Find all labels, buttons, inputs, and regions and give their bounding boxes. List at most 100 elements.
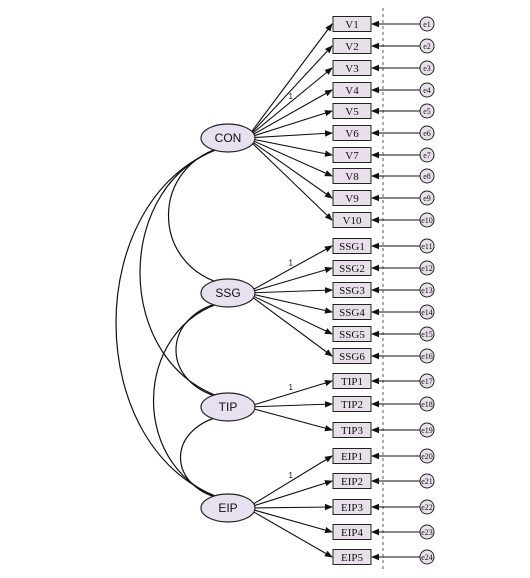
loading-path-v9 [251,141,333,199]
indicator-tip1: TIP1 [332,373,372,389]
error-label: e8 [423,172,431,181]
error-term-e20: e20 [419,448,435,464]
indicator-label: V1 [345,19,358,31]
error-label: e5 [423,107,431,116]
indicator-v9: V9 [332,190,372,206]
indicator-label: V6 [345,128,359,140]
indicator-label: SSG1 [339,241,365,253]
fixed-loading-label-ssg1: 1 [289,259,294,268]
loading-path-eip1 [251,455,333,506]
indicator-label: SSG5 [339,329,365,341]
latent-label: CON [215,131,242,145]
loading-path-ssg6 [251,296,333,357]
error-term-e4: e4 [419,82,435,98]
error-term-e9: e9 [419,190,435,206]
error-term-e14: e14 [419,304,435,320]
indicator-label: SSG6 [339,351,365,363]
loading-path-eip2 [251,480,333,507]
indicator-label: SSG4 [339,307,365,319]
indicator-v3: V3 [332,60,372,76]
covariance-layer [115,140,235,502]
latent-label: EIP [218,501,237,515]
error-label: e13 [421,286,433,295]
indicator-v2: V2 [332,38,372,54]
latent-tip: TIP [200,392,256,422]
error-term-e1: e1 [419,16,435,32]
indicator-v10: V10 [332,212,372,228]
indicator-v1: V1 [332,16,372,32]
error-label: e14 [421,308,433,317]
indicator-label: SSG3 [339,285,365,297]
loading-path-tip3 [251,407,333,432]
error-term-e17: e17 [419,373,435,389]
loading-path-ssg4 [251,293,333,314]
error-term-e18: e18 [419,396,435,412]
error-label: e20 [421,452,433,461]
indicator-ssg6: SSG6 [332,348,372,364]
loading-path-v2 [251,45,333,133]
error-label: e15 [421,330,433,339]
indicator-v6: V6 [332,125,372,141]
error-term-e6: e6 [419,125,435,141]
indicator-v8: V8 [332,168,372,184]
error-label: e4 [423,86,431,95]
error-label: e17 [421,377,433,386]
error-label: e10 [421,216,433,225]
loading-path-eip4 [251,508,333,534]
indicator-tip2: TIP2 [332,396,372,412]
error-label: e22 [421,503,433,512]
indicator-label: V4 [345,85,359,97]
indicator-ssg1: SSG1 [332,238,372,254]
error-term-e10: e10 [419,212,435,228]
indicator-label: TIP1 [341,376,363,388]
indicator-eip2: EIP2 [332,473,372,489]
fixed-loading-label-eip1: 1 [289,471,294,480]
loading-path-eip3 [251,503,333,511]
covariance-arc-con-tip [139,141,235,401]
error-term-e11: e11 [419,238,435,254]
error-term-layer: e1e2e3e4e5e6e7e8e9e10e11e12e13e14e15e16e… [371,16,435,565]
error-term-e15: e15 [419,326,435,342]
loading-path-v1 [251,23,333,132]
loading-path-layer [251,23,333,558]
loading-path-v7 [251,138,333,157]
error-label: e1 [423,20,431,29]
error-label: e6 [423,129,431,138]
indicator-ssg3: SSG3 [332,282,372,298]
error-term-e21: e21 [419,473,435,489]
latent-con: CON [200,123,256,153]
error-label: e2 [423,42,431,51]
indicator-label: V5 [345,106,359,118]
error-label: e9 [423,194,431,203]
covariance-arc-ssg-eip [153,296,235,502]
indicator-label: V10 [343,215,362,227]
error-label: e12 [421,264,433,273]
loading-path-ssg5 [251,294,333,335]
loading-path-v6 [251,130,333,139]
loading-path-tip1 [251,379,333,406]
error-term-e12: e12 [419,260,435,276]
indicator-label: EIP1 [341,451,363,463]
error-term-e7: e7 [419,147,435,163]
indicator-label: V2 [345,41,358,53]
error-term-e19: e19 [419,422,435,438]
indicator-label: V9 [345,193,359,205]
covariance-arc-ssg-tip [175,296,235,401]
indicator-label: SSG2 [339,263,365,275]
fixed-loading-label-tip1: 1 [289,383,294,392]
indicator-ssg4: SSG4 [332,304,372,320]
indicator-v7: V7 [332,147,372,163]
indicator-label: V8 [345,171,359,183]
indicator-v4: V4 [332,82,372,98]
indicator-label: V3 [345,63,359,75]
indicator-label: EIP4 [341,527,364,539]
indicator-eip4: EIP4 [332,524,372,540]
error-term-e5: e5 [419,103,435,119]
latent-label: TIP [219,400,238,414]
covariance-arc-con-eip [115,140,235,502]
error-term-e13: e13 [419,282,435,298]
indicator-ssg2: SSG2 [332,260,372,276]
error-label: e3 [423,64,431,73]
